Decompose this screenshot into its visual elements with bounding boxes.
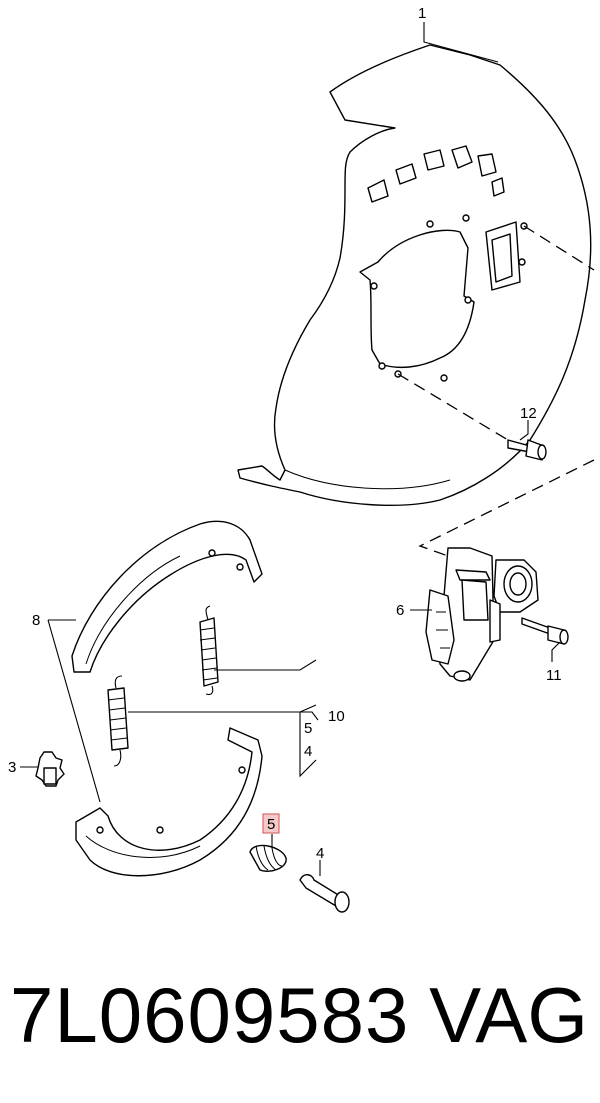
callout-4[interactable]: 4 [316, 845, 324, 862]
callout-4-bracket[interactable]: 4 [304, 743, 312, 760]
dashed-reference-lines [397, 225, 595, 557]
part-number: 7L0609583 [10, 971, 410, 1059]
bolt-part-11 [521, 617, 569, 645]
callout-10[interactable]: 10 [328, 708, 345, 725]
caliper-assembly-part-6 [425, 547, 539, 682]
highlight-box [262, 813, 280, 834]
callout-5-highlighted[interactable]: 5 [267, 816, 275, 833]
footer: 7L0609583 VAG [0, 965, 600, 1085]
adjuster-gear-part-3 [35, 751, 65, 787]
leader-lines [20, 22, 561, 876]
callout-11[interactable]: 11 [546, 667, 562, 684]
callout-3[interactable]: 3 [8, 759, 16, 776]
spring-upper [199, 605, 219, 696]
brand-name: VAG [429, 971, 588, 1059]
pin-part-4 [299, 874, 350, 913]
bolt-part-12 [507, 439, 547, 461]
callout-8[interactable]: 8 [32, 612, 40, 629]
backing-plate-part-1 [237, 44, 592, 506]
brake-shoe-upper-part-8 [71, 520, 263, 673]
callout-6[interactable]: 6 [396, 602, 404, 619]
callout-5-bracket[interactable]: 5 [304, 720, 312, 737]
exploded-parts-diagram: 1 12 6 11 8 10 5 4 3 5 4 [8, 5, 595, 913]
compression-spring-part-5 [249, 844, 287, 872]
callout-1[interactable]: 1 [418, 5, 426, 22]
callout-12[interactable]: 12 [520, 405, 537, 422]
spring-lower [107, 675, 129, 767]
brake-shoe-lower-part-8 [75, 727, 263, 877]
